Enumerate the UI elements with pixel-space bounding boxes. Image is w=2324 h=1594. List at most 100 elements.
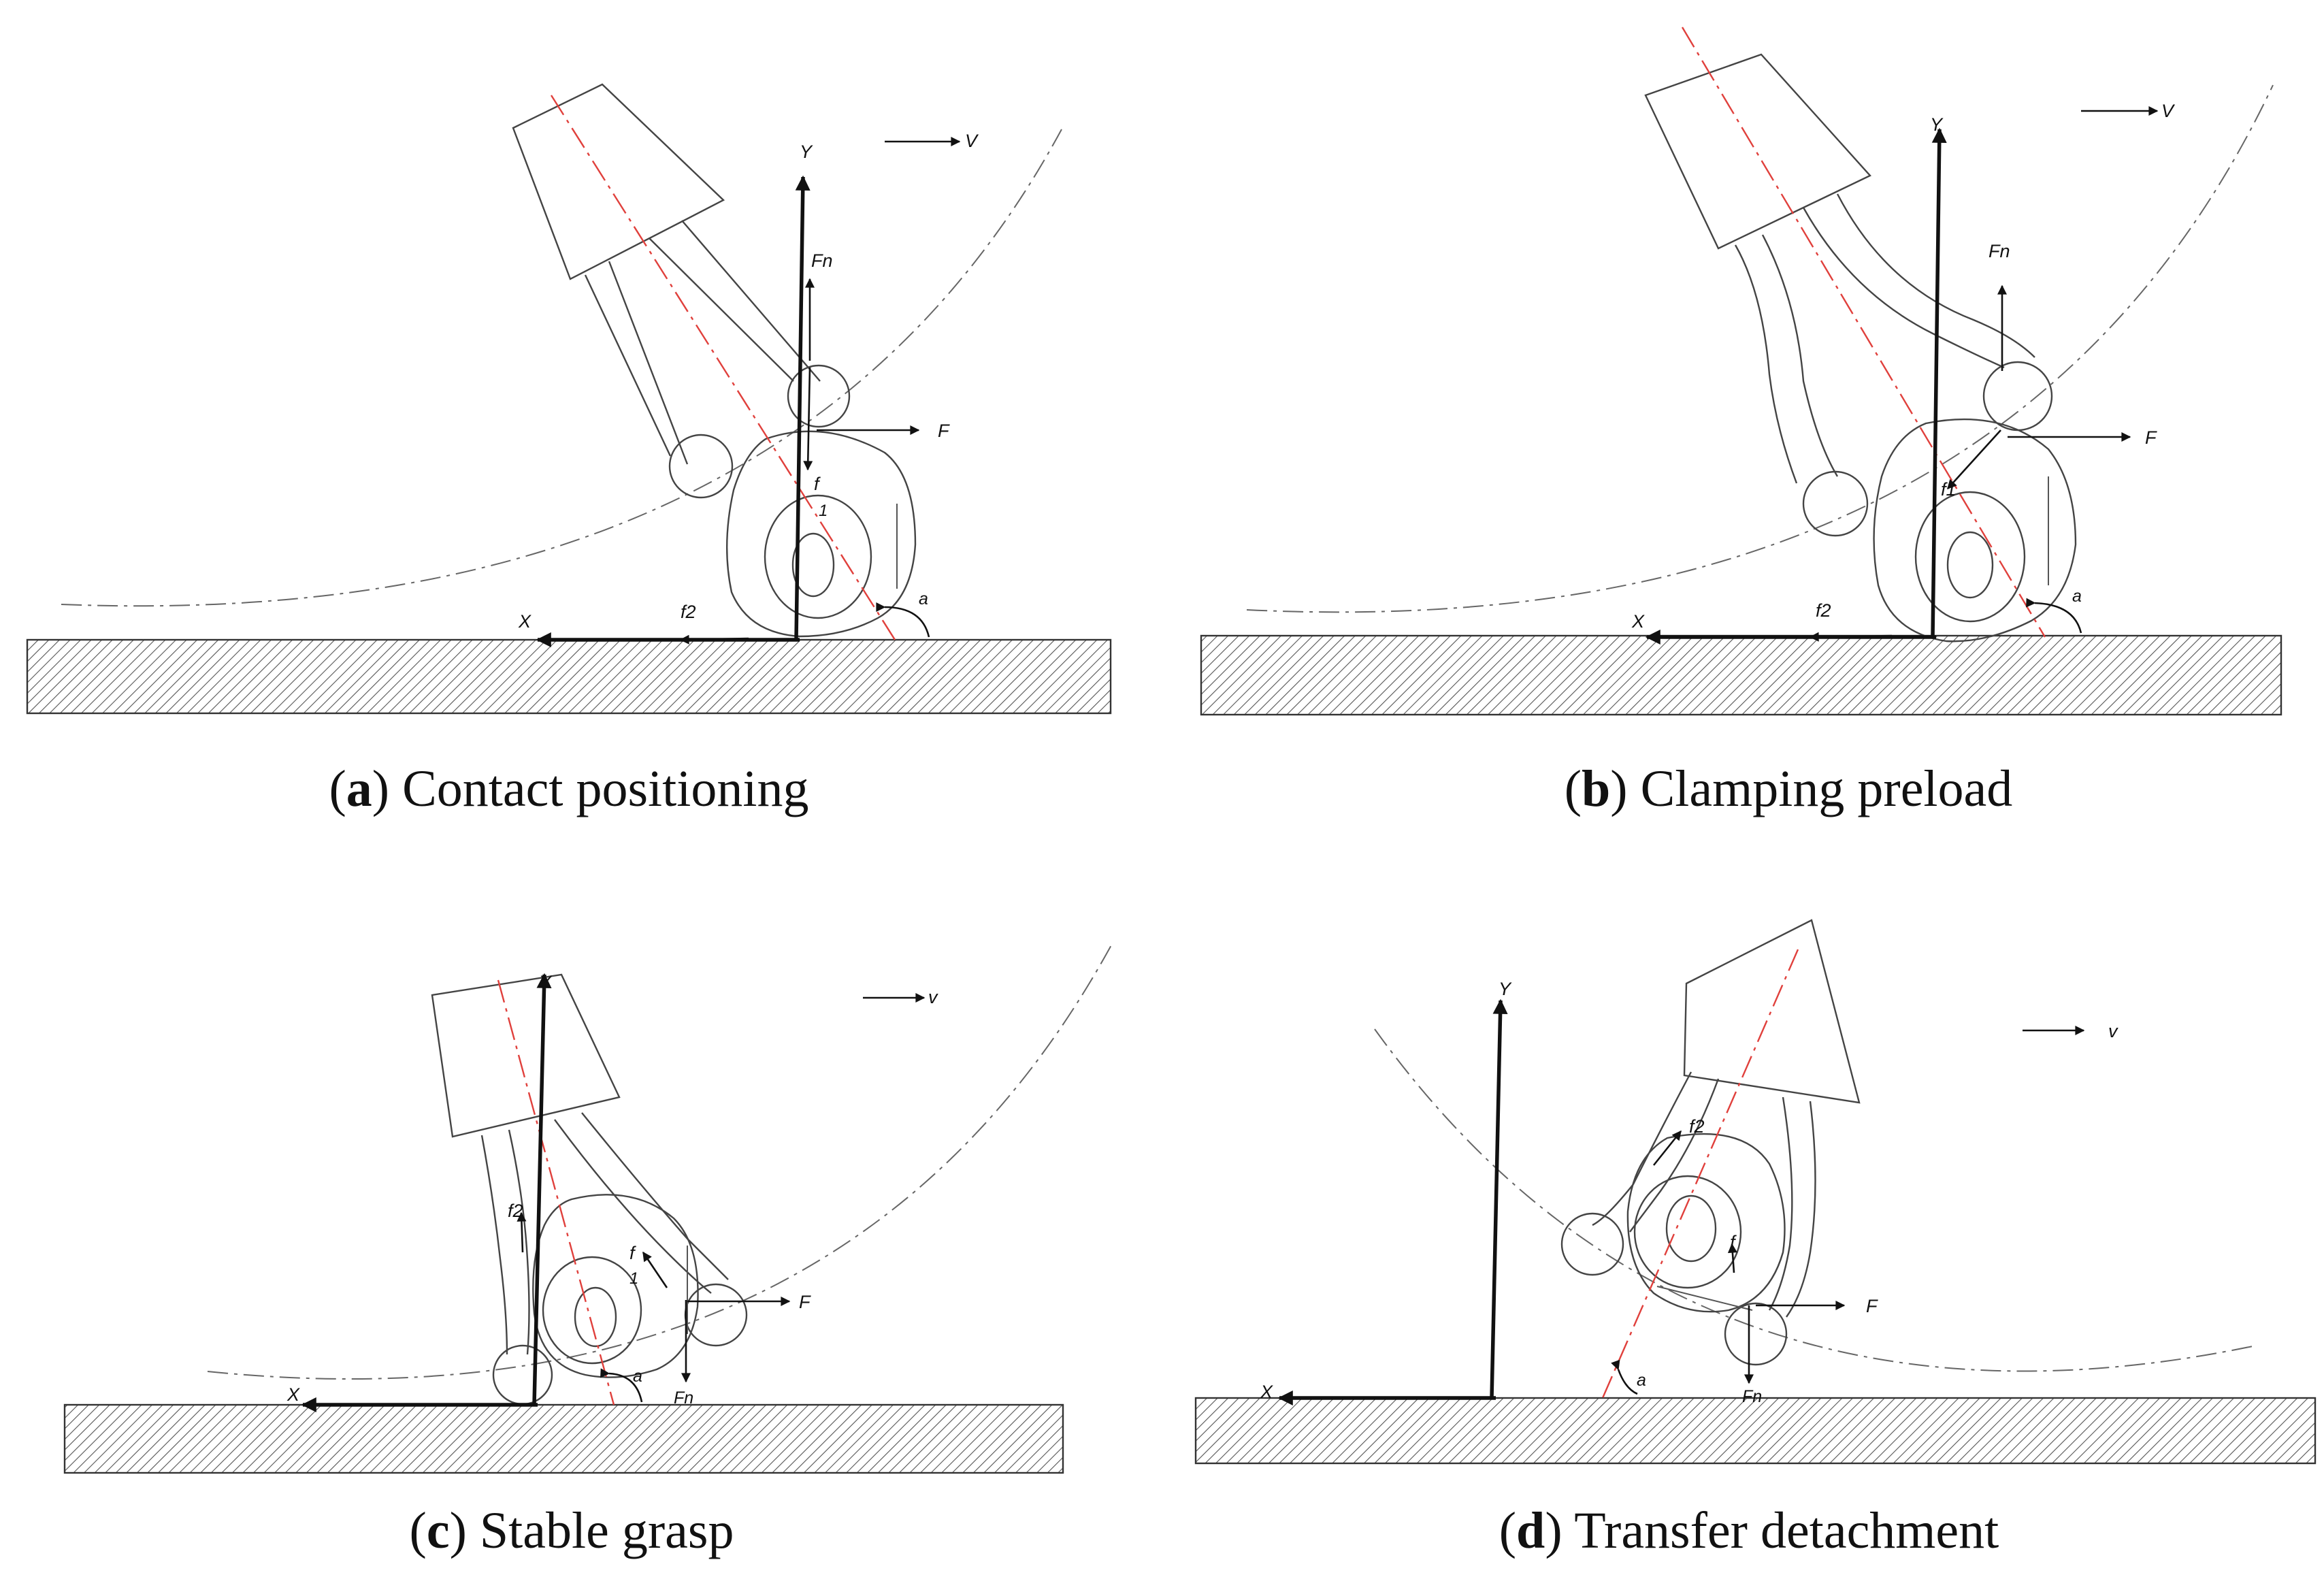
label-alpha: a: [1637, 1371, 1646, 1390]
label-v: V: [2161, 101, 2176, 121]
label-x: X: [287, 1384, 300, 1405]
finger-left: [1734, 234, 1839, 484]
object-inner-ring: [1946, 531, 1994, 599]
object-outer-ring: [1633, 1175, 1742, 1289]
force-f2: [517, 1211, 527, 1253]
ground: [1194, 1397, 2317, 1465]
ground: [26, 638, 1112, 715]
label-y: Y: [539, 972, 553, 992]
label-f2: f2: [1816, 600, 1831, 621]
force-f2: [1809, 632, 1893, 642]
label-alpha: a: [633, 1367, 642, 1386]
trajectory-arc: [207, 942, 1113, 1380]
finger-right: [1802, 193, 2035, 369]
label-f: F: [2145, 427, 2157, 448]
finger-tip-left: [668, 434, 734, 499]
object-outline: [725, 430, 917, 638]
label-f: F: [938, 421, 950, 441]
gripper-centerline: [550, 95, 896, 640]
finger-tip-right: [684, 1283, 748, 1347]
caption-a: (a) Contact positioning: [329, 760, 808, 817]
panel-a: Y X V Fn F f 1 f2 a (a) Contact position…: [26, 83, 1112, 817]
label-f2: f2: [508, 1201, 523, 1221]
label-f1-sub: 1: [819, 502, 828, 520]
finger-left: [1592, 1071, 1720, 1233]
label-fn: Fn: [811, 250, 833, 271]
angle-arc: [600, 1368, 643, 1403]
object-outer-ring: [1914, 491, 2026, 623]
trajectory-arc: [1246, 84, 2274, 613]
object-inner-ring: [791, 532, 835, 598]
force-f2: [1652, 1130, 1682, 1166]
label-y: Y: [800, 142, 813, 162]
label-x: X: [1260, 1382, 1273, 1402]
finger-right: [1768, 1096, 1816, 1318]
gripper-head: [431, 973, 621, 1138]
axis-y: [1931, 127, 1947, 638]
label-f1-sub: 1: [629, 1269, 638, 1288]
force-f1: [803, 367, 813, 471]
caption-c: (c) Stable grasp: [410, 1502, 734, 1559]
axis-y: [794, 175, 811, 640]
gripper-centerline: [1601, 949, 1799, 1399]
finger-tip-right: [1724, 1302, 1788, 1366]
finger-tip-left: [1560, 1212, 1624, 1276]
angle-arc: [2026, 598, 2082, 634]
object-outer-ring: [764, 494, 872, 619]
object-inner-ring: [1665, 1194, 1717, 1263]
ground: [1200, 634, 2282, 716]
panel-d: Y X v Fn F f f2 a (d) Transfer detachmen…: [1194, 919, 2317, 1559]
gripper-head: [512, 83, 725, 280]
ground: [63, 1403, 1064, 1474]
finger-right: [649, 220, 821, 382]
label-f1: f: [1730, 1232, 1737, 1252]
label-f1: f1: [1941, 479, 1957, 500]
finger-left: [584, 261, 689, 465]
label-y: Y: [1499, 979, 1512, 999]
gripper-centerline: [1681, 27, 2046, 638]
force-f1: [1947, 429, 2001, 490]
trajectory-arc: [61, 129, 1062, 607]
label-fn: Fn: [1989, 241, 2010, 261]
label-fn: Fn: [1742, 1387, 1762, 1406]
force-f1: [1727, 1243, 1737, 1273]
label-f2: f2: [1689, 1116, 1705, 1137]
gripper-head: [1644, 53, 1871, 250]
finger-left: [480, 1129, 530, 1355]
label-v: v: [2108, 1021, 2118, 1041]
gripper-centerline: [497, 979, 615, 1405]
finger-tip-right: [1982, 361, 2053, 432]
label-f1: f: [814, 474, 821, 494]
axis-y: [532, 973, 552, 1405]
label-f1: f: [629, 1243, 636, 1263]
force-f1: [642, 1251, 668, 1288]
panel-b: Y X V Fn F f1 f2 a (b) Clamping preload: [1200, 27, 2282, 817]
label-alpha: a: [2072, 587, 2082, 606]
finger-right: [554, 1112, 729, 1294]
object-outline: [1626, 1133, 1786, 1313]
panel-c: Y X v Fn F f 1 f2 a (c) Stable grasp: [63, 942, 1113, 1559]
angle-arc: [1611, 1359, 1638, 1395]
caption-d: (d) Transfer detachment: [1499, 1502, 1999, 1559]
caption-b: (b) Clamping preload: [1565, 760, 2013, 817]
trajectory-arc: [1374, 1028, 2253, 1372]
object-inner-ring: [574, 1286, 617, 1348]
finger-tip-left: [492, 1344, 553, 1405]
label-f2: f2: [681, 602, 696, 622]
label-x: X: [1631, 611, 1645, 632]
force-f2: [679, 634, 749, 645]
label-alpha: a: [919, 589, 928, 608]
finger-tip-left: [1802, 470, 1869, 537]
label-f: F: [1866, 1296, 1878, 1316]
object-outline: [1873, 418, 2077, 643]
label-y: Y: [1930, 114, 1944, 135]
angle-arc: [876, 602, 930, 638]
gripper-head: [1683, 919, 1861, 1104]
object-flat-edge: [1656, 1286, 1753, 1311]
label-x: X: [518, 611, 531, 632]
label-f: F: [799, 1292, 811, 1312]
axis-y: [1490, 998, 1508, 1399]
label-v: v: [928, 987, 938, 1007]
object-outer-ring: [542, 1256, 642, 1365]
